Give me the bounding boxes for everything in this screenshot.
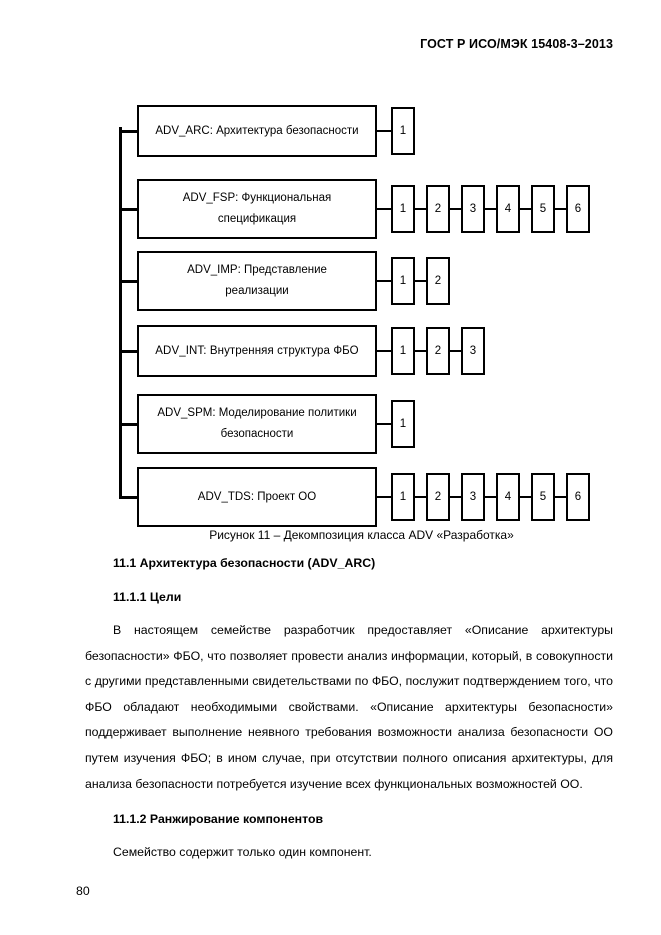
component-box[interactable]: 4: [496, 185, 520, 233]
connector-stub: [119, 279, 137, 283]
component-box[interactable]: 1: [391, 400, 415, 448]
connector-stub: [119, 207, 137, 211]
section-heading-11-1-1: 11.1.1 Цели: [113, 590, 182, 604]
family-label-line: ADV_INT: Внутренняя структура ФБО: [155, 344, 359, 357]
family-box-adv-tds[interactable]: ADV_TDS: Проект ОО: [137, 467, 377, 527]
component-box[interactable]: 1: [391, 473, 415, 521]
family-box-adv-fsp[interactable]: ADV_FSP: Функциональная спецификация: [137, 179, 377, 239]
connector-line: [485, 207, 496, 211]
connector-line: [415, 495, 426, 499]
component-box[interactable]: 5: [531, 185, 555, 233]
diagram-row-adv-arc: ADV_ARC: Архитектура безопасности 1: [110, 105, 630, 157]
component-box[interactable]: 5: [531, 473, 555, 521]
connector-stub: [119, 129, 137, 133]
component-box[interactable]: 3: [461, 185, 485, 233]
connector-line: [485, 495, 496, 499]
family-label-line: безопасности: [220, 428, 294, 440]
connector-line: [377, 495, 391, 499]
figure-caption: Рисунок 11 – Декомпозиция класса ADV «Ра…: [209, 528, 514, 542]
component-box[interactable]: 6: [566, 185, 590, 233]
family-label-line: ADV_IMP: Представление: [187, 264, 327, 276]
diagram-row-adv-imp: ADV_IMP: Представление реализации 1 2: [110, 251, 630, 311]
diagram-row-adv-spm: ADV_SPM: Моделирование политики безопасн…: [110, 394, 630, 454]
family-label-line: реализации: [225, 285, 289, 297]
connector-line: [450, 349, 461, 353]
component-box[interactable]: 4: [496, 473, 520, 521]
connector-line: [415, 207, 426, 211]
connector-stub: [119, 422, 137, 426]
family-label-line: ADV_SPM: Моделирование политики: [157, 407, 357, 419]
component-box[interactable]: 2: [426, 473, 450, 521]
connector-stub: [119, 349, 137, 353]
connector-line: [377, 207, 391, 211]
family-label-line: спецификация: [217, 213, 297, 225]
connector-line: [415, 349, 426, 353]
family-box-adv-int[interactable]: ADV_INT: Внутренняя структура ФБО: [137, 325, 377, 377]
component-box[interactable]: 2: [426, 185, 450, 233]
component-box[interactable]: 1: [391, 327, 415, 375]
connector-line: [450, 207, 461, 211]
diagram-row-adv-int: ADV_INT: Внутренняя структура ФБО 1 2 3: [110, 325, 630, 377]
component-box[interactable]: 1: [391, 185, 415, 233]
component-box[interactable]: 3: [461, 327, 485, 375]
family-box-adv-imp[interactable]: ADV_IMP: Представление реализации: [137, 251, 377, 311]
connector-line: [520, 207, 531, 211]
component-box[interactable]: 6: [566, 473, 590, 521]
section-heading-11-1-2: 11.1.2 Ранжирование компонентов: [113, 812, 324, 826]
connector-line: [377, 129, 391, 133]
page-header-standard-title: ГОСТ Р ИСО/МЭК 15408-3–2013: [420, 37, 613, 51]
page-number: 80: [76, 884, 90, 898]
connector-line: [555, 207, 566, 211]
connector-line: [450, 495, 461, 499]
family-box-adv-spm[interactable]: ADV_SPM: Моделирование политики безопасн…: [137, 394, 377, 454]
component-box[interactable]: 1: [391, 107, 415, 155]
component-box[interactable]: 1: [391, 257, 415, 305]
connector-stub: [119, 495, 137, 499]
connector-line: [377, 349, 391, 353]
component-box[interactable]: 3: [461, 473, 485, 521]
adv-class-decomposition-diagram: ADV_ARC: Архитектура безопасности 1 ADV_…: [110, 105, 630, 527]
section-heading-11-1: 11.1 Архитектура безопасности (ADV_ARC): [113, 556, 376, 570]
family-box-adv-arc[interactable]: ADV_ARC: Архитектура безопасности: [137, 105, 377, 157]
diagram-row-adv-tds: ADV_TDS: Проект ОО 1 2 3 4 5 6: [110, 467, 630, 527]
family-label-line: ADV_FSP: Функциональная: [182, 192, 332, 204]
paragraph-11-1-2: Семейство содержит только один компонент…: [113, 845, 372, 859]
diagram-row-adv-fsp: ADV_FSP: Функциональная спецификация 1 2…: [110, 179, 630, 239]
family-label-line: ADV_TDS: Проект ОО: [197, 490, 317, 503]
component-box[interactable]: 2: [426, 327, 450, 375]
connector-line: [377, 422, 391, 426]
connector-line: [520, 495, 531, 499]
connector-line: [415, 279, 426, 283]
connector-line: [377, 279, 391, 283]
tree-spine-line: [119, 127, 122, 499]
family-label-line: ADV_ARC: Архитектура безопасности: [155, 124, 359, 137]
component-box[interactable]: 2: [426, 257, 450, 305]
connector-line: [555, 495, 566, 499]
paragraph-11-1-1: В настоящем семействе разработчик предос…: [85, 623, 613, 791]
